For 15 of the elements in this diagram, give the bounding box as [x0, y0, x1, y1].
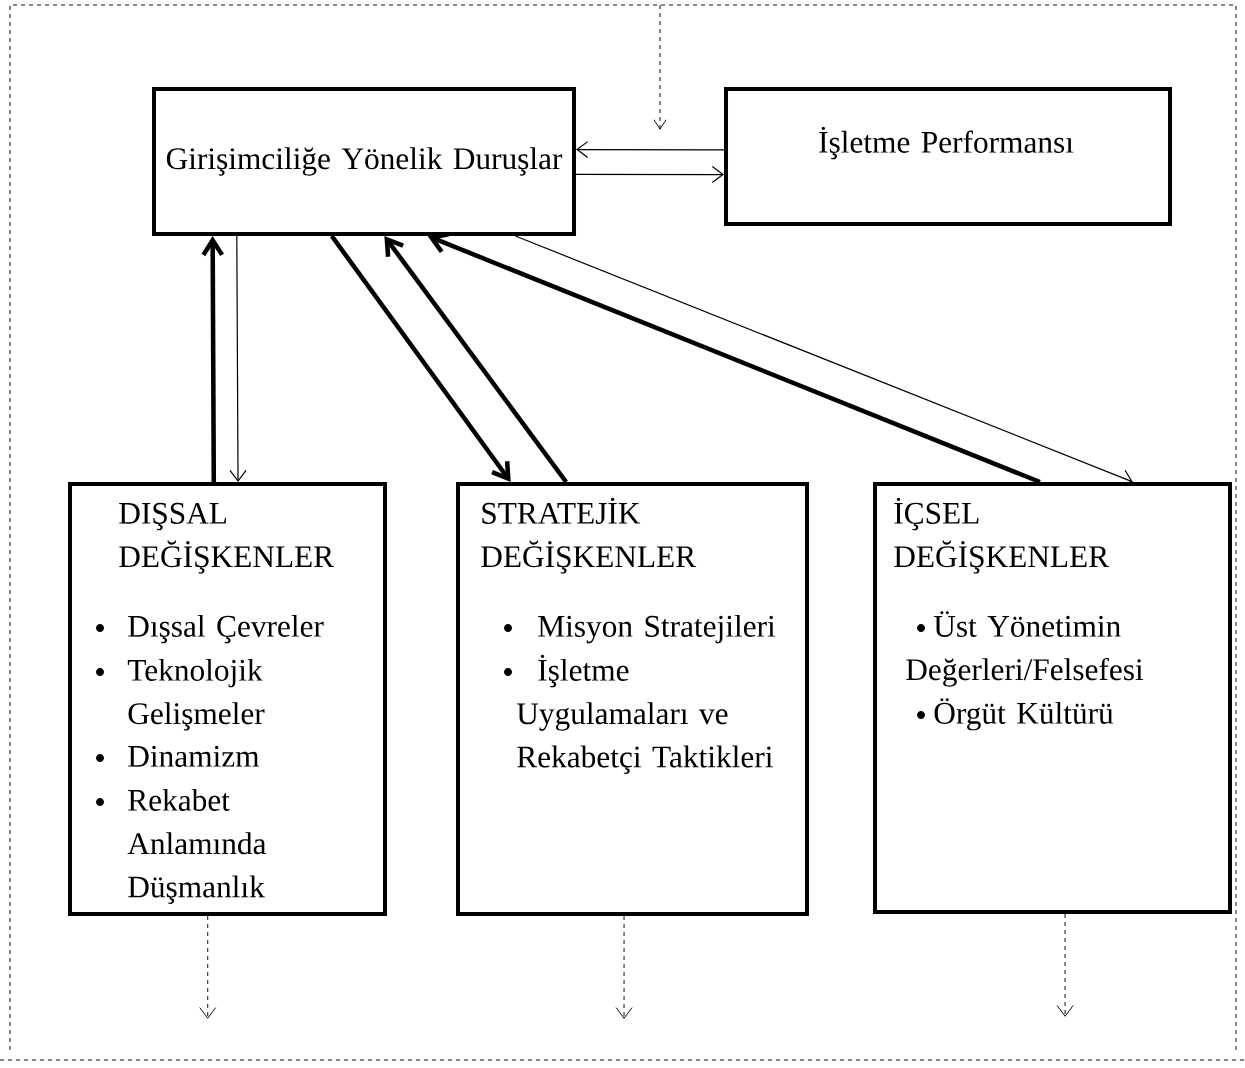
dashed-arrow: [615, 915, 633, 1019]
arrow: [575, 165, 724, 184]
variable-box: STRATEJİK DEĞİŞKENLER Misyon Stratejileri İşletme Uygulamaları ve Rekabetçi Taktikleri: [456, 482, 809, 916]
arrow: [201, 236, 224, 482]
variable-box: İÇSEL DEĞİŞKENLER Üst Yönetimin Değerleri/Felsefesi Örgüt Kültürü: [873, 482, 1232, 914]
arrow: [576, 141, 725, 159]
dashed-arrow: [1056, 913, 1074, 1017]
variable-box: İşletme Performansı: [724, 87, 1172, 226]
variable-box: Girişimciliğe Yönelik Duruşlar: [152, 87, 576, 236]
arrow: [384, 236, 568, 484]
variable-box: DIŞSAL DEĞİŞKENLER Dışsal Çevreler Teknolojik Gelişmeler Dinamizm Rekabet Anlamında Düşmanlık: [68, 482, 387, 916]
arrow: [329, 234, 511, 482]
arrow: [514, 235, 1133, 486]
arrow: [229, 235, 247, 482]
dashed-arrow: [199, 915, 217, 1019]
